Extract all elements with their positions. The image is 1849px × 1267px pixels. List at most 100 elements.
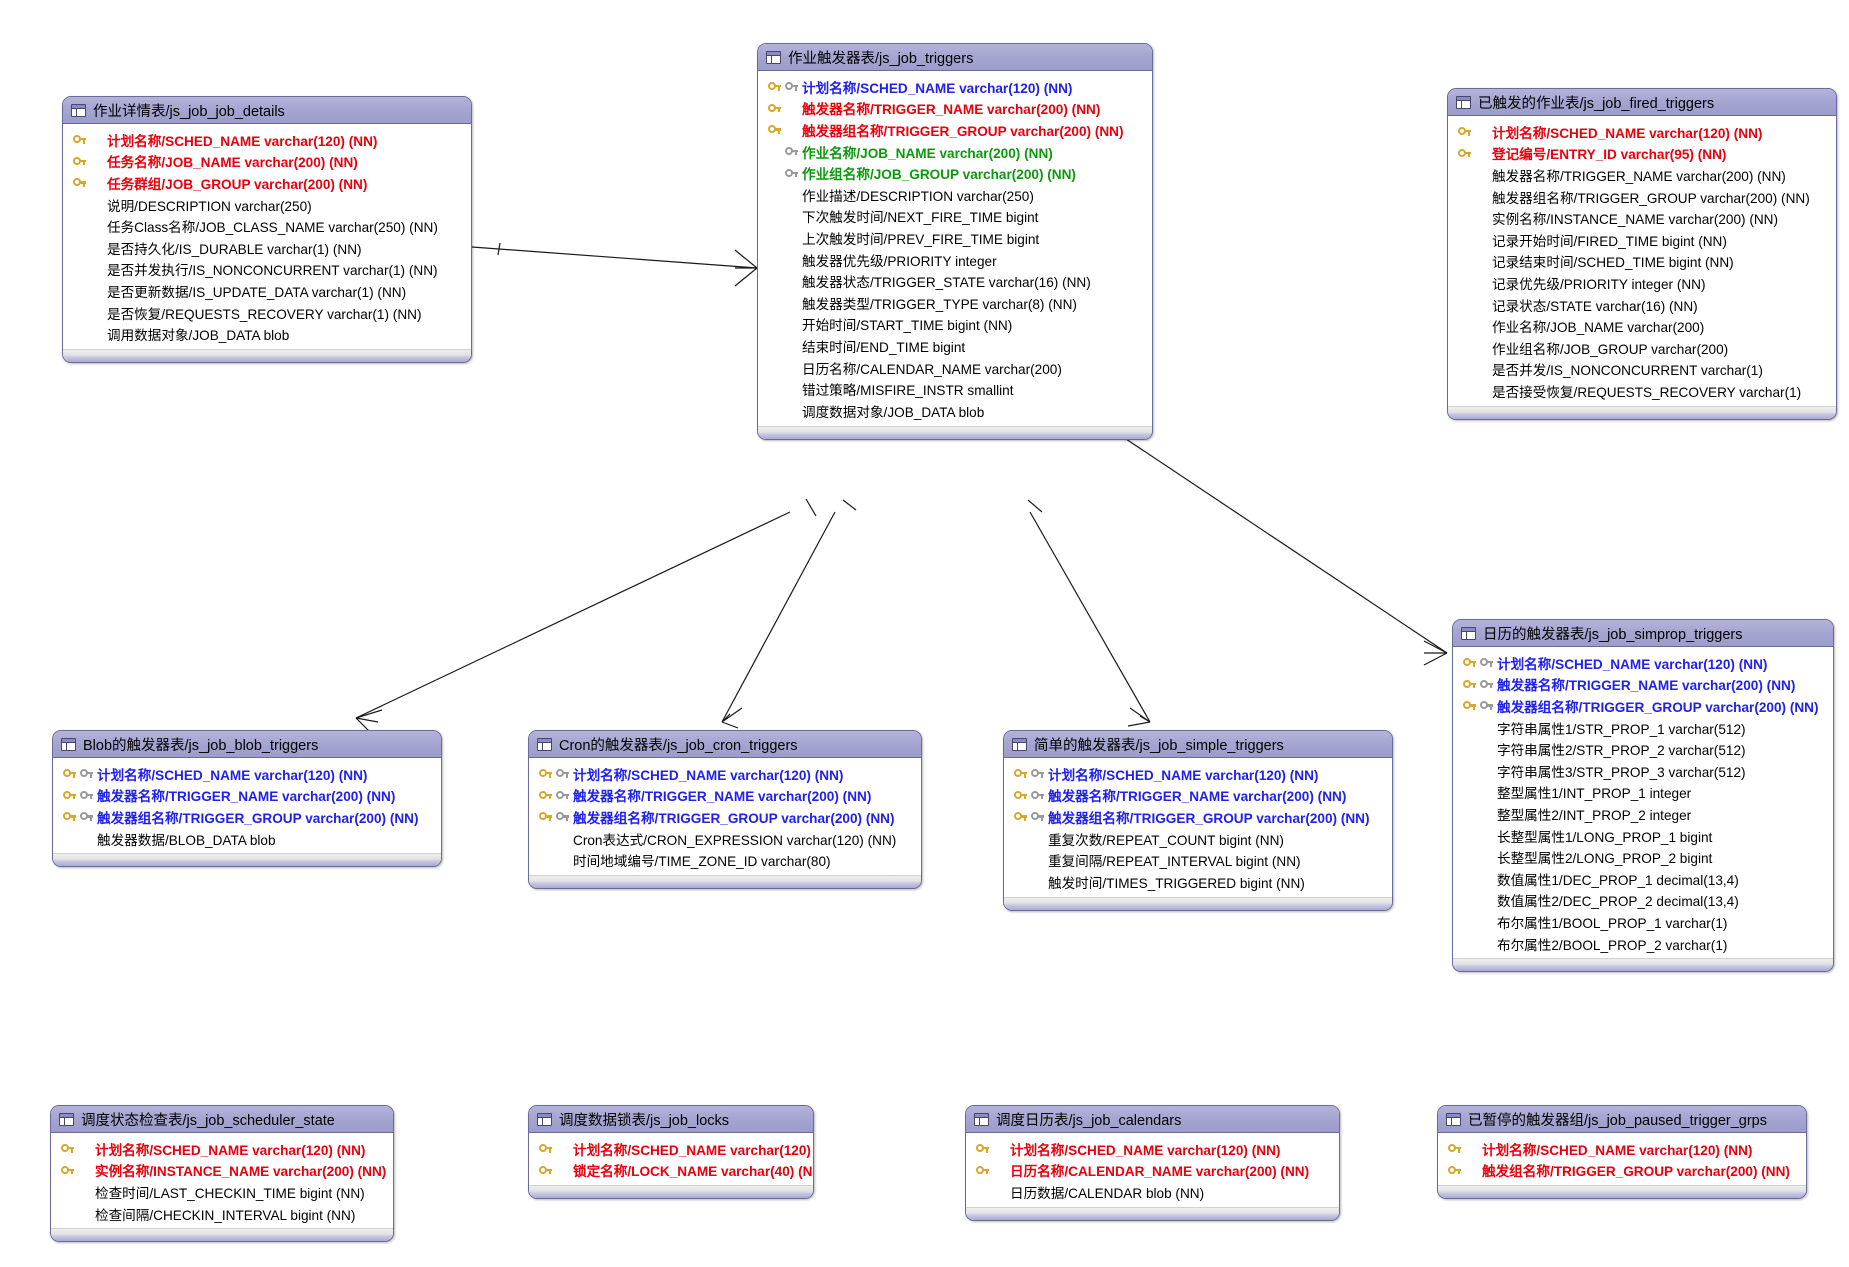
attribute-row[interactable]: 作业名称/JOB_NAME varchar(200) [1448,315,1836,337]
entity-title-scheduler_state[interactable]: 调度状态检查表/js_job_scheduler_state [51,1106,393,1133]
attribute-row[interactable]: 任务群组/JOB_GROUP varchar(200) (NN) [63,172,471,194]
attribute-row[interactable]: 作业名称/JOB_NAME varchar(200) (NN) [758,141,1152,163]
attribute-row[interactable]: 记录开始时间/FIRED_TIME bigint (NN) [1448,229,1836,251]
attribute-row[interactable]: 触发器名称/TRIGGER_NAME varchar(200) (NN) [1453,674,1833,696]
entity-fired_triggers[interactable]: 已触发的作业表/js_job_fired_triggers 计划名称/SCHED_… [1447,88,1837,420]
attribute-row[interactable]: 字符串属性3/STR_PROP_3 varchar(512) [1453,760,1833,782]
attribute-row[interactable]: 开始时间/START_TIME bigint (NN) [758,314,1152,336]
attribute-row[interactable]: 是否并发执行/IS_NONCONCURRENT varchar(1) (NN) [63,259,471,281]
attribute-row[interactable]: 触发器组名称/TRIGGER_GROUP varchar(200) (NN) [758,119,1152,141]
attribute-row[interactable]: 计划名称/SCHED_NAME varchar(120) (NN) [51,1138,393,1160]
entity-title-simple_triggers[interactable]: 简单的触发器表/js_job_simple_triggers [1004,731,1392,758]
attribute-row[interactable]: 实例名称/INSTANCE_NAME varchar(200) (NN) [51,1160,393,1182]
attribute-row[interactable]: 记录状态/STATE varchar(16) (NN) [1448,294,1836,316]
attribute-row[interactable]: 作业描述/DESCRIPTION varchar(250) [758,184,1152,206]
attribute-row[interactable]: 计划名称/SCHED_NAME varchar(120) (NN) [1448,121,1836,143]
attribute-row[interactable]: 触发组名称/TRIGGER_GROUP varchar(200) (NN) [1438,1160,1806,1182]
entity-calendars[interactable]: 调度日历表/js_job_calendars 计划名称/SCHED_NAME va… [965,1105,1340,1221]
attribute-row[interactable]: 日历数据/CALENDAR blob (NN) [966,1181,1339,1203]
attribute-row[interactable]: 调度数据对象/JOB_DATA blob [758,400,1152,422]
attribute-row[interactable]: 触发器名称/TRIGGER_NAME varchar(200) (NN) [1448,164,1836,186]
attribute-row[interactable]: 计划名称/SCHED_NAME varchar(120) (NN) [1453,652,1833,674]
entity-title-fired_triggers[interactable]: 已触发的作业表/js_job_fired_triggers [1448,89,1836,116]
attribute-row[interactable]: 触发器类型/TRIGGER_TYPE varchar(8) (NN) [758,292,1152,314]
attribute-row[interactable]: 时间地域编号/TIME_ZONE_ID varchar(80) [529,849,921,871]
attribute-row[interactable]: 触发器组名称/TRIGGER_GROUP varchar(200) (NN) [53,806,441,828]
attribute-row[interactable]: 布尔属性2/BOOL_PROP_2 varchar(1) [1453,933,1833,955]
attribute-row[interactable]: 触发器组名称/TRIGGER_GROUP varchar(200) (NN) [529,806,921,828]
attribute-row[interactable]: 结束时间/END_TIME bigint [758,335,1152,357]
attribute-row[interactable]: 计划名称/SCHED_NAME varchar(120) (NN) [1004,763,1392,785]
attribute-row[interactable]: 触发器组名称/TRIGGER_GROUP varchar(200) (NN) [1004,806,1392,828]
attribute-row[interactable]: 说明/DESCRIPTION varchar(250) [63,194,471,216]
attribute-row[interactable]: 整型属性1/INT_PROP_1 integer [1453,782,1833,804]
attribute-row[interactable]: 计划名称/SCHED_NAME varchar(120) (NN) [1438,1138,1806,1160]
attribute-row[interactable]: 下次触发时间/NEXT_FIRE_TIME bigint [758,206,1152,228]
attribute-row[interactable]: 检查间隔/CHECKIN_INTERVAL bigint (NN) [51,1203,393,1225]
attribute-row[interactable]: 任务名称/JOB_NAME varchar(200) (NN) [63,151,471,173]
attribute-row[interactable]: 触发器数据/BLOB_DATA blob [53,828,441,850]
attribute-row[interactable]: 调用数据对象/JOB_DATA blob [63,323,471,345]
entity-simprop_triggers[interactable]: 日历的触发器表/js_job_simprop_triggers 计划名称/SCHE… [1452,619,1834,973]
entity-title-calendars[interactable]: 调度日历表/js_job_calendars [966,1106,1339,1133]
attribute-row[interactable]: 日历名称/CALENDAR_NAME varchar(200) (NN) [966,1160,1339,1182]
attribute-row[interactable]: 上次触发时间/PREV_FIRE_TIME bigint [758,227,1152,249]
attribute-row[interactable]: 重复间隔/REPEAT_INTERVAL bigint (NN) [1004,849,1392,871]
attribute-row[interactable]: 触发器状态/TRIGGER_STATE varchar(16) (NN) [758,270,1152,292]
attribute-row[interactable]: 计划名称/SCHED_NAME varchar(120) (NN) [63,129,471,151]
entity-title-cron_triggers[interactable]: Cron的触发器表/js_job_cron_triggers [529,731,921,758]
attribute-row[interactable]: 计划名称/SCHED_NAME varchar(120) (NN) [758,76,1152,98]
attribute-row[interactable]: 计划名称/SCHED_NAME varchar(120) (NN) [529,1138,813,1160]
attribute-row[interactable]: 重复次数/REPEAT_COUNT bigint (NN) [1004,828,1392,850]
attribute-row[interactable]: 长整型属性1/LONG_PROP_1 bigint [1453,825,1833,847]
attribute-row[interactable]: 是否恢复/REQUESTS_RECOVERY varchar(1) (NN) [63,302,471,324]
attribute-row[interactable]: 记录优先级/PRIORITY integer (NN) [1448,272,1836,294]
attribute-row[interactable]: 是否更新数据/IS_UPDATE_DATA varchar(1) (NN) [63,280,471,302]
attribute-row[interactable]: 日历名称/CALENDAR_NAME varchar(200) [758,357,1152,379]
attribute-row[interactable]: 触发器名称/TRIGGER_NAME varchar(200) (NN) [758,98,1152,120]
attribute-row[interactable]: 整型属性2/INT_PROP_2 integer [1453,803,1833,825]
attribute-row[interactable]: 触发器组名称/TRIGGER_GROUP varchar(200) (NN) [1453,695,1833,717]
entity-triggers[interactable]: 作业触发器表/js_job_triggers 计划名称/SCHED_NAME va… [757,43,1153,440]
attribute-row[interactable]: 作业组名称/JOB_GROUP varchar(200) (NN) [758,162,1152,184]
attribute-row[interactable]: 检查时间/LAST_CHECKIN_TIME bigint (NN) [51,1181,393,1203]
attribute-row[interactable]: 触发器名称/TRIGGER_NAME varchar(200) (NN) [1004,785,1392,807]
attribute-row[interactable]: 触发器名称/TRIGGER_NAME varchar(200) (NN) [529,785,921,807]
attribute-row[interactable]: 长整型属性2/LONG_PROP_2 bigint [1453,846,1833,868]
entity-job_details[interactable]: 作业详情表/js_job_job_details 计划名称/SCHED_NAME … [62,96,472,363]
attribute-row[interactable]: 字符串属性2/STR_PROP_2 varchar(512) [1453,738,1833,760]
attribute-row[interactable]: 字符串属性1/STR_PROP_1 varchar(512) [1453,717,1833,739]
attribute-row[interactable]: 计划名称/SCHED_NAME varchar(120) (NN) [529,763,921,785]
attribute-row[interactable]: 数值属性2/DEC_PROP_2 decimal(13,4) [1453,890,1833,912]
attribute-row[interactable]: 计划名称/SCHED_NAME varchar(120) (NN) [966,1138,1339,1160]
attribute-row[interactable]: 触发器名称/TRIGGER_NAME varchar(200) (NN) [53,785,441,807]
entity-title-simprop_triggers[interactable]: 日历的触发器表/js_job_simprop_triggers [1453,620,1833,647]
attribute-row[interactable]: Cron表达式/CRON_EXPRESSION varchar(120) (NN… [529,828,921,850]
entity-simple_triggers[interactable]: 简单的触发器表/js_job_simple_triggers 计划名称/SCHED… [1003,730,1393,911]
attribute-row[interactable]: 数值属性1/DEC_PROP_1 decimal(13,4) [1453,868,1833,890]
attribute-row[interactable]: 作业组名称/JOB_GROUP varchar(200) [1448,337,1836,359]
attribute-row[interactable]: 是否并发/IS_NONCONCURRENT varchar(1) [1448,359,1836,381]
attribute-row[interactable]: 触发器组名称/TRIGGER_GROUP varchar(200) (NN) [1448,186,1836,208]
entity-title-paused_trigger_grps[interactable]: 已暂停的触发器组/js_job_paused_trigger_grps [1438,1106,1806,1133]
attribute-row[interactable]: 是否持久化/IS_DURABLE varchar(1) (NN) [63,237,471,259]
attribute-row[interactable]: 任务Class名称/JOB_CLASS_NAME varchar(250) (N… [63,215,471,237]
attribute-row[interactable]: 记录结束时间/SCHED_TIME bigint (NN) [1448,251,1836,273]
entity-title-blob_triggers[interactable]: Blob的触发器表/js_job_blob_triggers [53,731,441,758]
attribute-row[interactable]: 是否接受恢复/REQUESTS_RECOVERY varchar(1) [1448,380,1836,402]
attribute-row[interactable]: 锁定名称/LOCK_NAME varchar(40) (NN) [529,1160,813,1182]
attribute-row[interactable]: 实例名称/INSTANCE_NAME varchar(200) (NN) [1448,207,1836,229]
attribute-row[interactable]: 登记编号/ENTRY_ID varchar(95) (NN) [1448,143,1836,165]
entity-title-locks[interactable]: 调度数据锁表/js_job_locks [529,1106,813,1133]
entity-title-job_details[interactable]: 作业详情表/js_job_job_details [63,97,471,124]
entity-scheduler_state[interactable]: 调度状态检查表/js_job_scheduler_state 计划名称/SCHED… [50,1105,394,1243]
entity-cron_triggers[interactable]: Cron的触发器表/js_job_cron_triggers 计划名称/SCHED… [528,730,922,889]
attribute-row[interactable]: 错过策略/MISFIRE_INSTR smallint [758,378,1152,400]
attribute-row[interactable]: 布尔属性1/BOOL_PROP_1 varchar(1) [1453,911,1833,933]
entity-title-triggers[interactable]: 作业触发器表/js_job_triggers [758,44,1152,71]
entity-locks[interactable]: 调度数据锁表/js_job_locks 计划名称/SCHED_NAME varch… [528,1105,814,1200]
entity-paused_trigger_grps[interactable]: 已暂停的触发器组/js_job_paused_trigger_grps 计划名称/… [1437,1105,1807,1200]
attribute-row[interactable]: 触发时间/TIMES_TRIGGERED bigint (NN) [1004,871,1392,893]
attribute-row[interactable]: 触发器优先级/PRIORITY integer [758,249,1152,271]
